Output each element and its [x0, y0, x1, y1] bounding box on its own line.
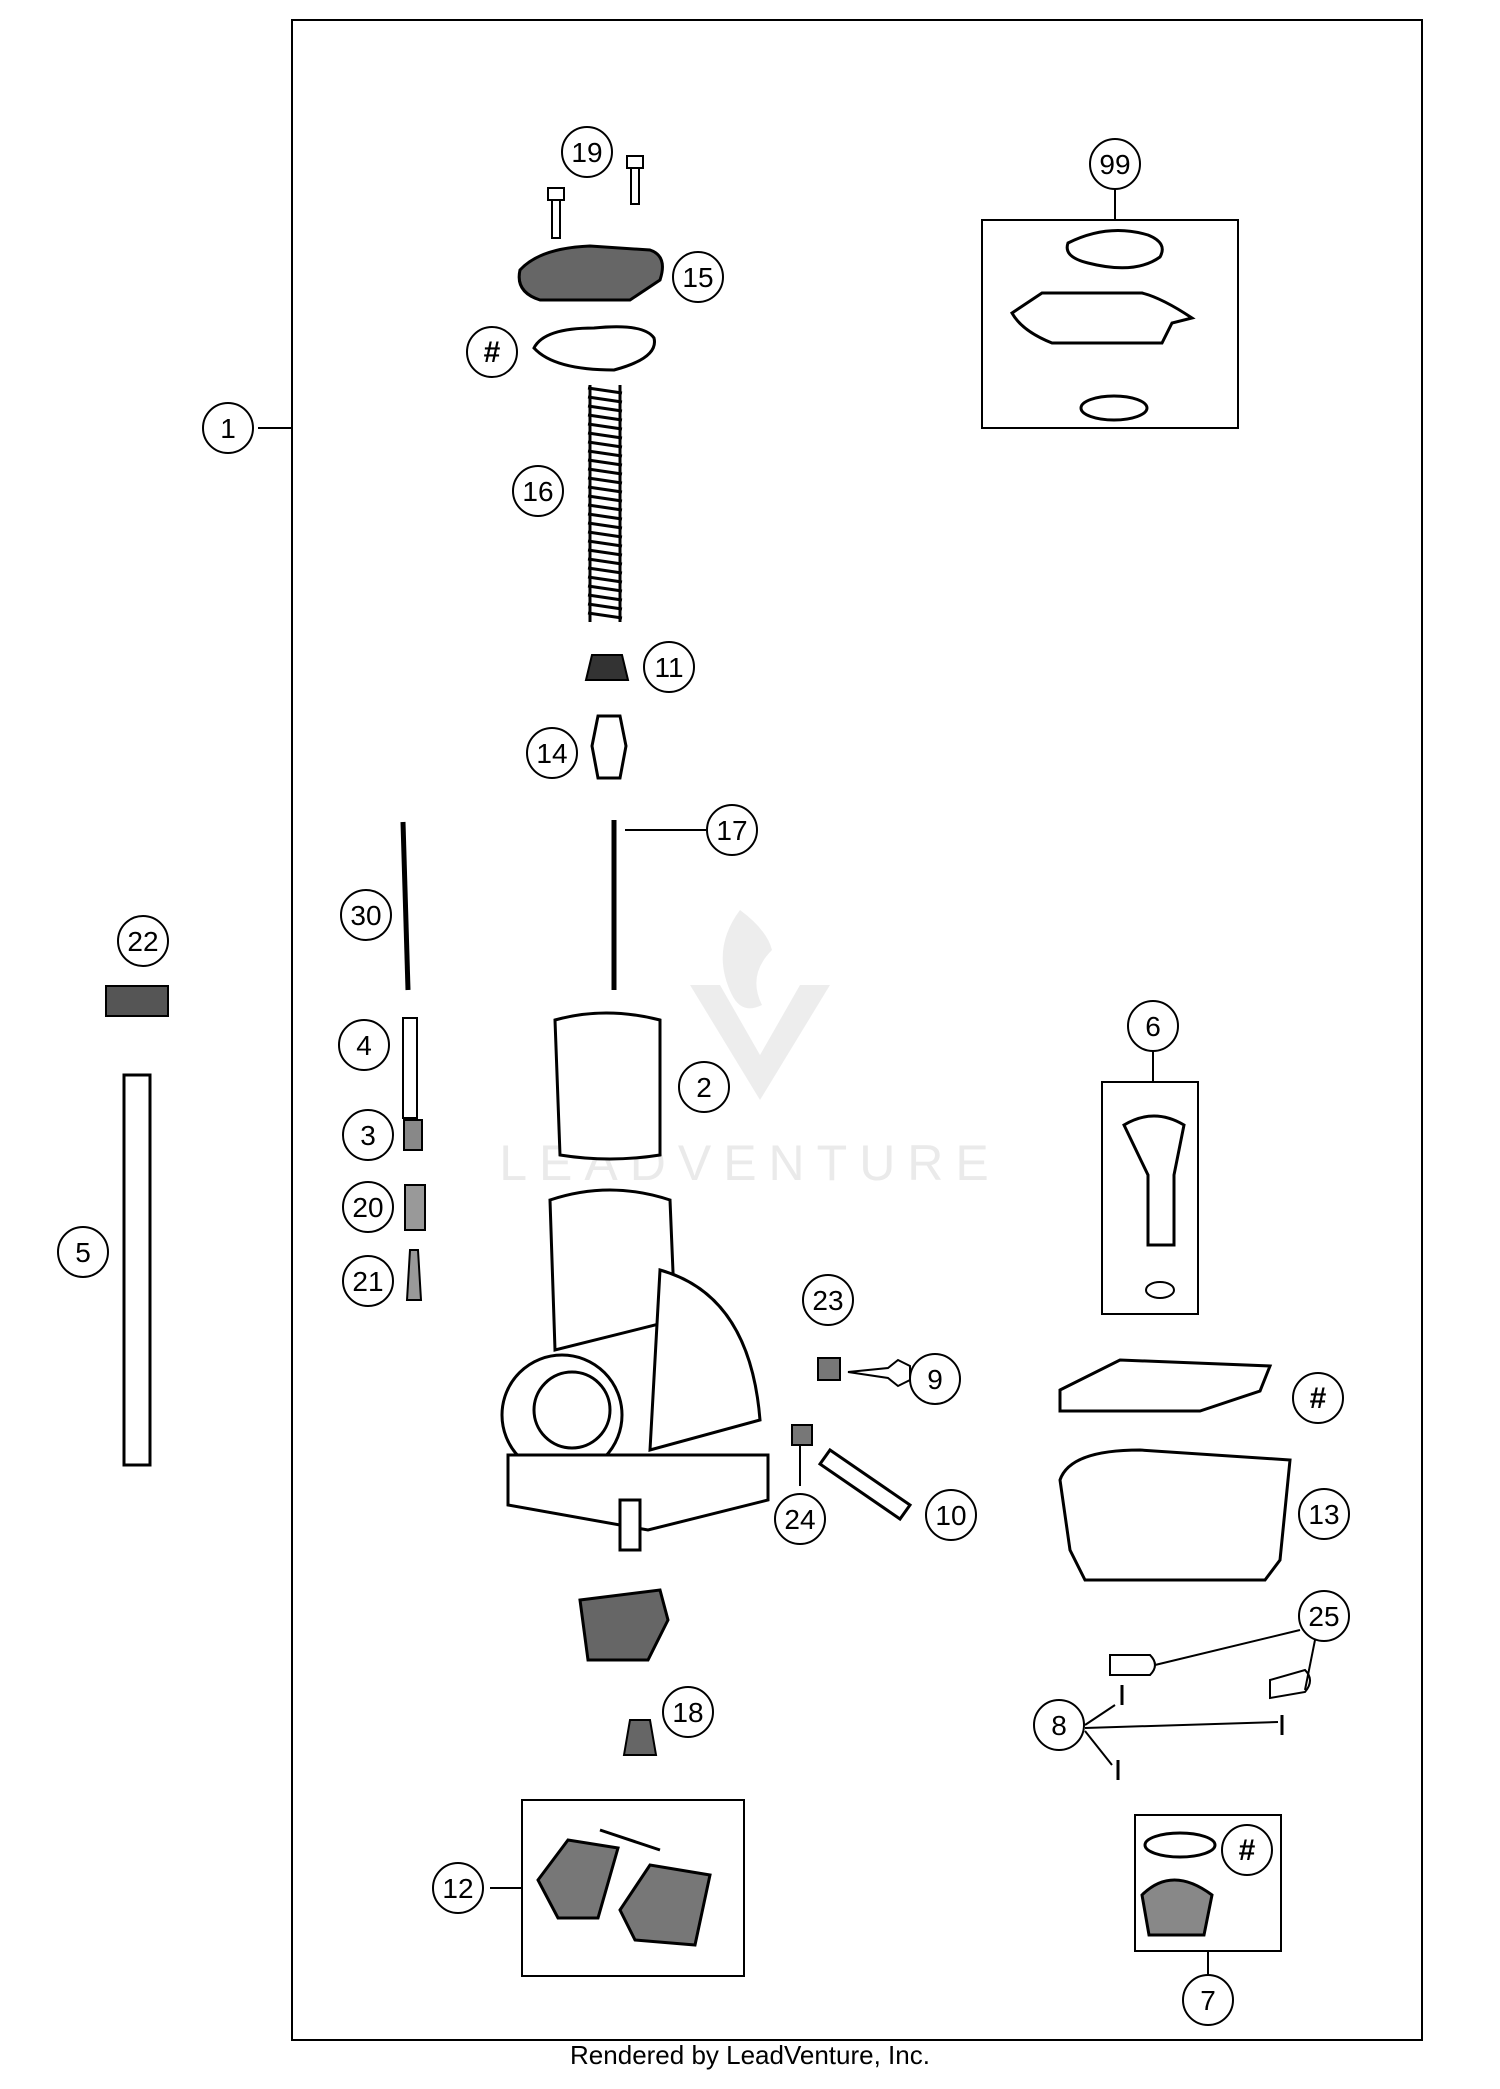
callout-label: 99 [1099, 149, 1130, 180]
callout-18: 18 [662, 1686, 714, 1738]
clip-22 [105, 985, 169, 1017]
callout-20: 20 [342, 1181, 394, 1233]
callout-24: 24 [774, 1493, 826, 1545]
callout-99: 99 [1089, 138, 1141, 190]
callout-11: 11 [643, 641, 695, 693]
tube-5 [122, 1073, 152, 1467]
callout-label: 15 [682, 262, 713, 293]
floats-12 [536, 1828, 712, 1947]
carburetor-body [500, 1188, 770, 1552]
needle-valve-18 [622, 1719, 658, 1756]
jet-4 [402, 1017, 418, 1119]
callout-label: 13 [1308, 1499, 1339, 1530]
callout-hash: # [1292, 1372, 1344, 1424]
callout-label: 30 [350, 900, 381, 931]
callout-label: 5 [75, 1237, 91, 1268]
float-upper [578, 1588, 670, 1662]
callout-7: 7 [1182, 1974, 1234, 2026]
cap-11 [584, 654, 630, 681]
callout-label: 4 [356, 1030, 372, 1061]
callout-label: 22 [127, 926, 158, 957]
callout-9: 9 [909, 1353, 961, 1405]
callout-label: 9 [927, 1364, 943, 1395]
callout-label: 21 [352, 1266, 383, 1297]
callout-30: 30 [340, 889, 392, 941]
callout-23: 23 [802, 1274, 854, 1326]
screws-8 [1116, 1685, 1284, 1780]
spring-24 [791, 1424, 813, 1446]
cover-gasket [532, 325, 656, 372]
callout-label: 18 [672, 1697, 703, 1728]
callout-label: 19 [571, 137, 602, 168]
callout-hash: # [1221, 1824, 1273, 1876]
callout-label: 25 [1308, 1601, 1339, 1632]
pin-10 [817, 1447, 913, 1522]
drain-plug-7 [1140, 1878, 1214, 1937]
callout-10: 10 [925, 1489, 977, 1541]
callout-2: 2 [678, 1061, 730, 1113]
top-cover-15 [517, 244, 664, 302]
callout-14: 14 [526, 727, 578, 779]
slide-2 [553, 1011, 662, 1161]
callout-label: 17 [716, 815, 747, 846]
callout-label: 24 [784, 1504, 815, 1535]
choke-6 [1122, 1114, 1186, 1247]
callout-label: 23 [812, 1285, 843, 1316]
callout-label: 10 [935, 1500, 966, 1531]
callout-label: 14 [536, 738, 567, 769]
callout-label: 16 [522, 476, 553, 507]
assembly-frame [291, 19, 1423, 2041]
callout-13: 13 [1298, 1488, 1350, 1540]
callout-label: 20 [352, 1192, 383, 1223]
bowl-gasket [1058, 1358, 1273, 1413]
callout-label: 12 [442, 1873, 473, 1904]
float-bowl-13 [1058, 1448, 1292, 1582]
callout-3: 3 [342, 1109, 394, 1161]
screws-19 [547, 155, 644, 239]
callout-label: 11 [654, 652, 683, 683]
callout-label: # [1239, 1834, 1256, 1867]
gasket-kit-parts [1010, 229, 1196, 422]
callout-22: 22 [117, 915, 169, 967]
callout-4: 4 [338, 1019, 390, 1071]
callout-label: 3 [360, 1120, 376, 1151]
callout-label: 6 [1145, 1011, 1161, 1042]
callout-label: 2 [696, 1072, 712, 1103]
callout-6: 6 [1127, 1000, 1179, 1052]
callout-15: 15 [672, 251, 724, 303]
needle-30 [400, 821, 411, 991]
callout-16: 16 [512, 465, 564, 517]
callout-12: 12 [432, 1862, 484, 1914]
holder-14 [590, 714, 628, 780]
footer-credit: Rendered by LeadVenture, Inc. [570, 2040, 930, 2070]
callout-label: 1 [220, 413, 236, 444]
callout-label: # [484, 336, 501, 369]
jet-21 [405, 1249, 423, 1301]
callout-1: 1 [202, 402, 254, 454]
callout-hash: # [466, 326, 518, 378]
jet-3 [403, 1119, 423, 1151]
callout-19: 19 [561, 126, 613, 178]
spring-23 [817, 1357, 841, 1381]
jet-20 [404, 1184, 426, 1231]
callout-label: # [1310, 1382, 1327, 1415]
callout-17: 17 [706, 804, 758, 856]
screw-9 [847, 1358, 911, 1388]
callout-8: 8 [1033, 1699, 1085, 1751]
gasket-kit-box [981, 219, 1239, 429]
choke-box [1101, 1081, 1199, 1315]
callout-label: 7 [1200, 1985, 1216, 2016]
spring-coils [587, 386, 623, 620]
plate-25-a [1109, 1654, 1156, 1676]
callout-25: 25 [1298, 1590, 1350, 1642]
callout-21: 21 [342, 1255, 394, 1307]
plate-25-b [1269, 1668, 1311, 1700]
callout-5: 5 [57, 1226, 109, 1278]
callout-label: 8 [1051, 1710, 1067, 1741]
